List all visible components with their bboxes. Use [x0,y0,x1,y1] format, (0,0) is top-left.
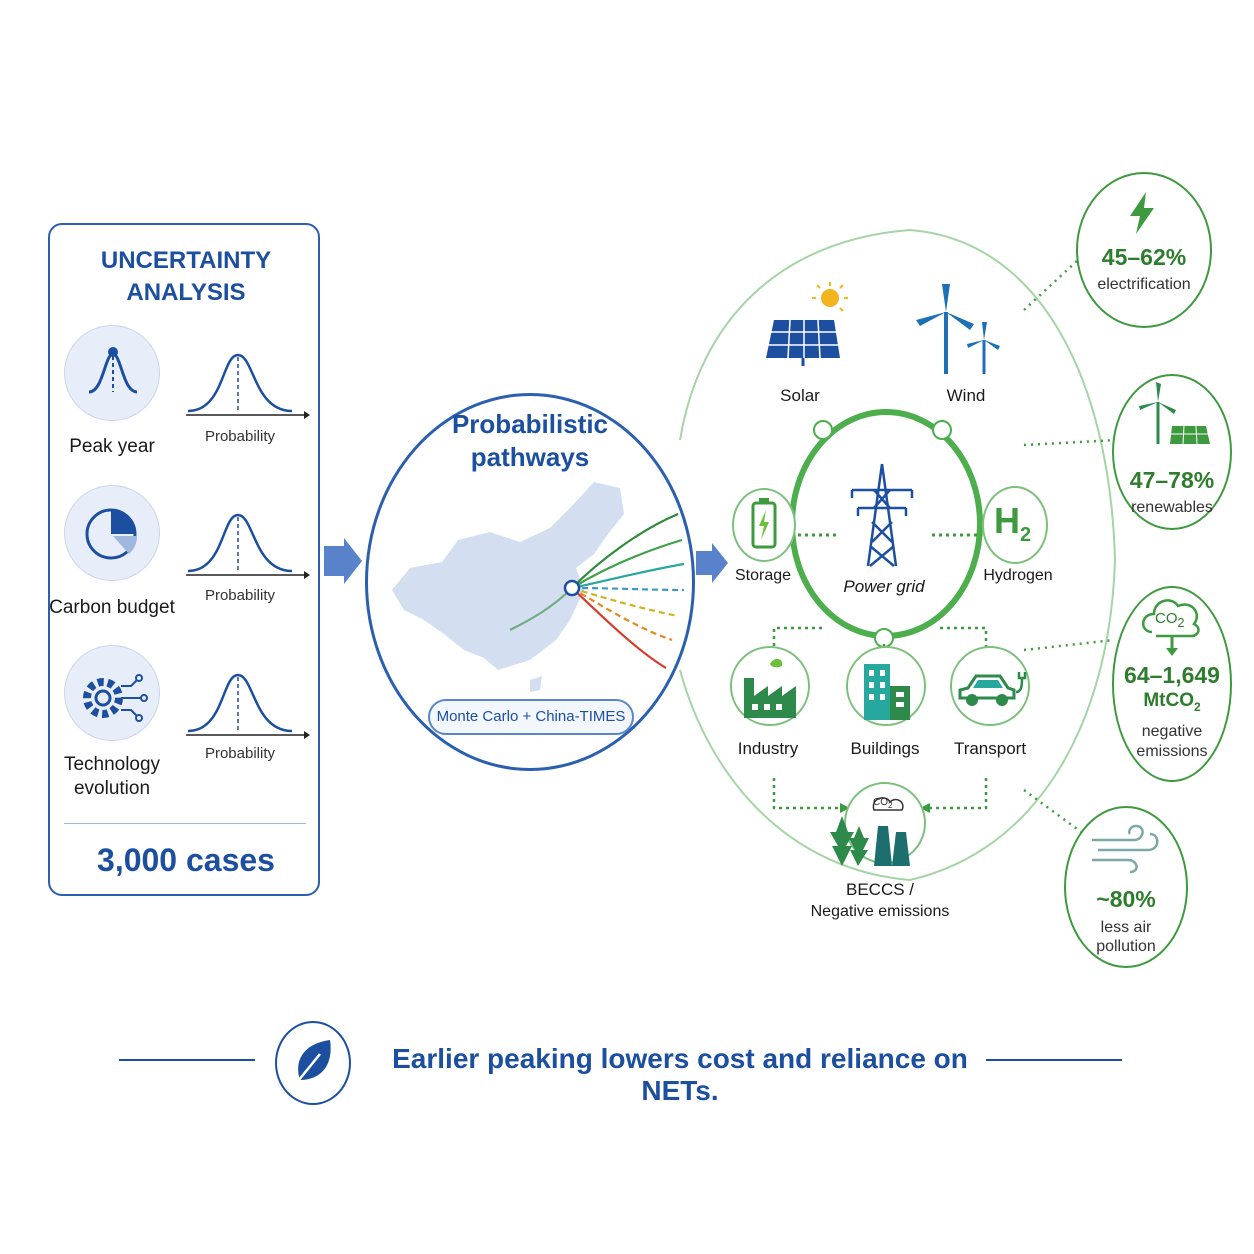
stat-value: 45–62% [1101,244,1187,270]
flow-arrow-icon [696,543,728,583]
divider-left [119,1059,255,1061]
dotted-connector [798,533,838,537]
industry-label: Industry [737,739,799,758]
storage-label: Storage [734,567,792,584]
stat-unit: MtCO2 [1143,690,1201,714]
buildings-label: Buildings [850,739,920,758]
stat-value: 47–78% [1129,467,1215,493]
factor-label-peak-year: Peak year [69,436,155,457]
lightning-icon [1130,192,1154,234]
system-boundary [679,228,1117,882]
stat-electrification [1076,172,1212,328]
stat-desc: less air [1100,919,1152,936]
stat-value: 64–1,649 [1124,662,1220,688]
transmission-tower-icon [850,463,914,567]
cases-count: 3,000 cases [97,842,275,878]
beccs-label-line2: Negative emissions [810,903,950,920]
co2-text: CO2 [1155,610,1185,630]
probability-label: Probability [204,587,276,604]
wind-turbine-icon [916,284,1000,374]
stat-desc: negative [1141,723,1203,740]
pathways-title-line1: Probabilistic [451,409,609,439]
stat-renewables [1112,374,1232,530]
buildings-icon [864,664,910,720]
peak-year-icon [64,325,160,421]
gear-circuit-icon [64,645,160,741]
co2-text: CO2 [873,797,893,810]
conclusion-text: Earlier peaking lowers cost and reliance… [392,1043,968,1106]
transport-label: Transport [953,739,1027,758]
beccs-label-line1: BECCS / [845,880,915,899]
divider-right [986,1059,1122,1061]
hydrogen-icon: H2 [994,500,1032,547]
stat-connectors [1023,259,1119,842]
hydrogen-label: Hydrogen [983,567,1053,584]
battery-icon [751,498,777,549]
factor-label-technology: Technology [63,754,161,775]
stat-desc: electrification [1097,276,1191,293]
pathways-title-line2: pathways [470,442,590,472]
electric-car-icon [958,672,1027,706]
factor-label-evolution: evolution [73,778,151,799]
co2-cloud-icon [1142,599,1200,656]
divider [64,823,306,824]
pie-chart-icon [64,485,160,581]
stat-desc: emissions [1136,743,1208,760]
probability-label: Probability [204,745,276,762]
power-grid-label: Power grid [843,577,925,596]
stat-negative-emissions [1112,586,1232,782]
distribution-curve-icon [186,673,310,739]
flow-arrow-icon [324,538,362,584]
stat-value: ~80% [1096,886,1156,912]
wind-air-icon [1092,824,1159,874]
stat-desc: pollution [1096,938,1156,955]
panel-title-line1: UNCERTAINTY [100,247,272,274]
beccs-icon [830,797,910,866]
distribution-curve-icon [186,353,310,419]
stat-air-pollution [1064,806,1188,968]
distribution-curve-icon [186,513,310,579]
wind-solar-icon [1139,382,1210,445]
leaf-badge [275,1021,351,1105]
factor-label-carbon-budget: Carbon budget [49,597,175,618]
wind-label: Wind [946,386,986,405]
probability-label: Probability [204,428,276,445]
leaf-icon [293,1040,331,1087]
solar-label: Solar [780,386,820,405]
hydrogen-node [982,486,1048,564]
uncertainty-panel: UNCERTAINTY ANALYSIS Peak year Probabili… [48,223,320,896]
stat-desc: renewables [1131,499,1213,516]
china-map-icon [392,482,685,692]
method-badge: Monte Carlo + China-TIMES [428,699,634,735]
factory-icon [744,658,796,718]
dotted-connector [932,533,982,537]
panel-title-line2: ANALYSIS [126,279,246,306]
pathways-circle [365,393,695,771]
solar-panel-icon [766,282,848,366]
